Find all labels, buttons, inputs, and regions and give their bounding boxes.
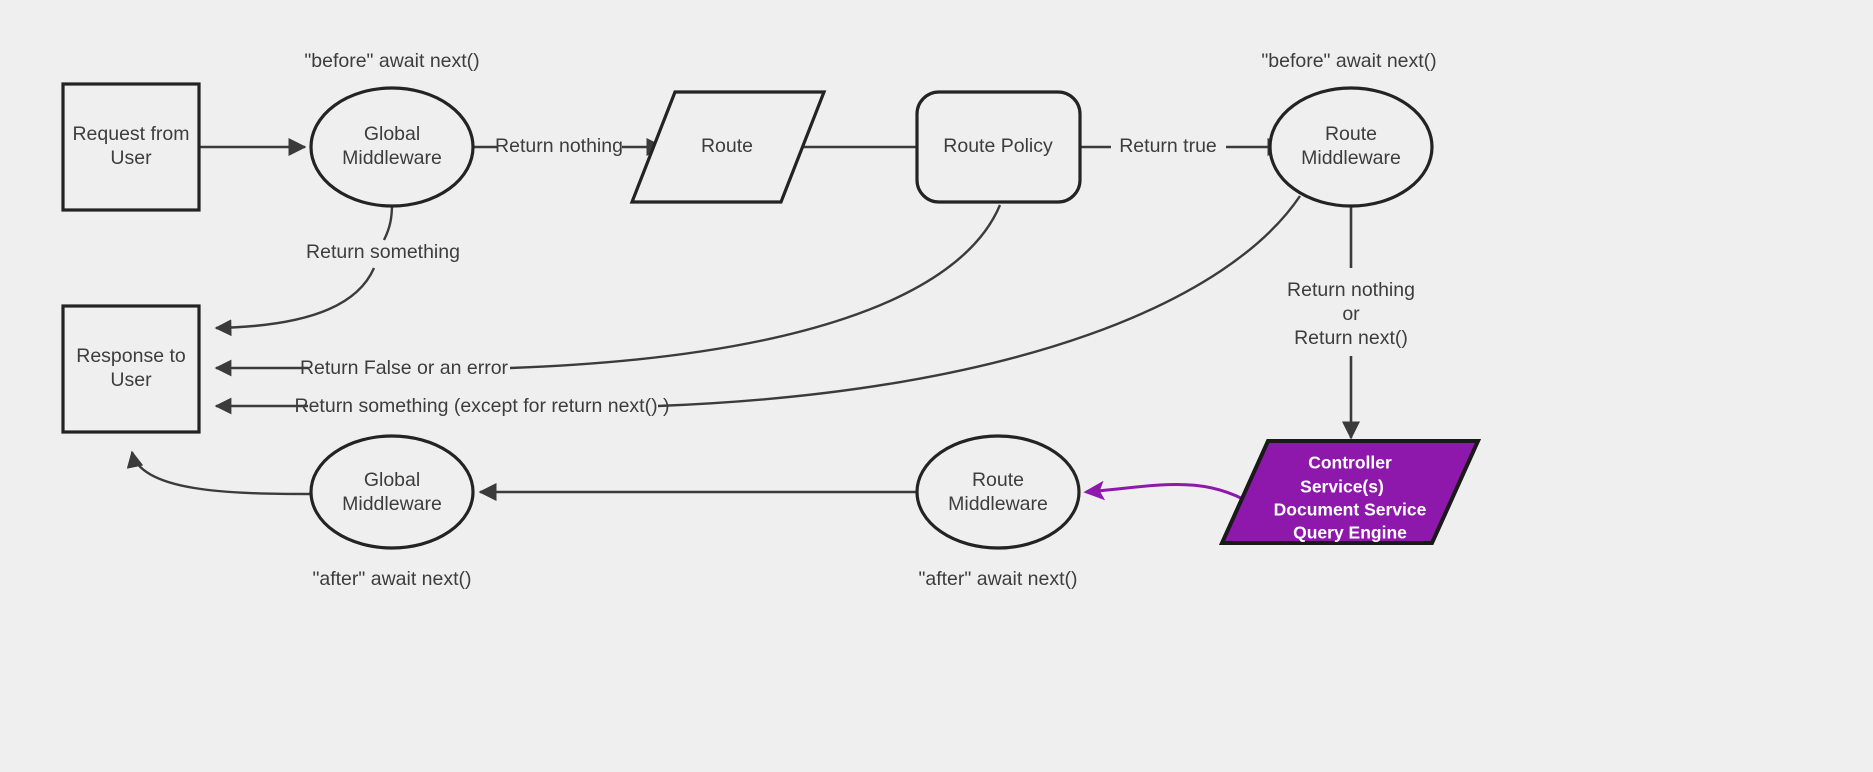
edge-global-middleware-return-something-stem bbox=[382, 203, 394, 241]
node-route-middleware-before-label-line2: Middleware bbox=[1301, 147, 1401, 169]
node-route-middleware-after-label-line2: Middleware bbox=[948, 493, 1048, 515]
node-response-to-user-label-line2: User bbox=[110, 369, 152, 391]
node-global-middleware-before-label-line2: Middleware bbox=[342, 147, 442, 169]
node-route-middleware-before[interactable] bbox=[1268, 86, 1434, 208]
node-route[interactable] bbox=[629, 90, 827, 204]
node-controller-label-line4: Query Engine bbox=[1293, 523, 1407, 543]
edge-route-policy-return-false-curve bbox=[509, 204, 1002, 370]
edge-label-return-something: Return something bbox=[306, 241, 460, 263]
edge-label-return-nothing-or-next-line3: Return next() bbox=[1294, 327, 1408, 349]
edge-label-return-false-or-error: Return False or an error bbox=[300, 357, 509, 379]
edge-label-return-nothing-or-next-line1: Return nothing bbox=[1287, 279, 1415, 301]
node-global-middleware-before[interactable] bbox=[309, 86, 475, 208]
node-route-policy-label: Route Policy bbox=[943, 135, 1053, 157]
node-global-middleware-before-label-line1: Global bbox=[364, 123, 420, 145]
edge-controller-to-route-middleware-after bbox=[1083, 480, 1263, 512]
node-request-from-user[interactable] bbox=[61, 82, 201, 212]
edge-label-return-nothing-or-next-line2: or bbox=[1342, 303, 1360, 325]
node-route-middleware-before-label-line1: Route bbox=[1325, 123, 1377, 145]
annotation-before-route-middleware: "before" await next() bbox=[1261, 50, 1436, 72]
node-request-from-user-label-line2: User bbox=[110, 147, 152, 169]
edge-label-return-something-except: Return something (except for return next… bbox=[295, 395, 670, 417]
node-controller-services[interactable] bbox=[1218, 439, 1482, 545]
node-global-middleware-after-label-line1: Global bbox=[364, 469, 420, 491]
annotation-after-route-middleware: "after" await next() bbox=[918, 568, 1077, 590]
node-controller-label-line2: Service(s) bbox=[1300, 477, 1384, 497]
edge-label-return-nothing: Return nothing bbox=[495, 135, 623, 157]
annotation-after-global-middleware: "after" await next() bbox=[312, 568, 471, 590]
node-route-label: Route bbox=[701, 135, 753, 157]
node-route-middleware-after[interactable] bbox=[915, 434, 1081, 550]
edge-global-middleware-return-something-curve bbox=[214, 267, 376, 337]
edge-label-return-true: Return true bbox=[1119, 135, 1217, 157]
node-response-to-user-label-line1: Response to bbox=[76, 345, 186, 367]
node-controller-label-line1: Controller bbox=[1308, 453, 1392, 473]
node-controller-label-line3: Document Service bbox=[1274, 500, 1427, 520]
node-global-middleware-after-label-line2: Middleware bbox=[342, 493, 442, 515]
node-global-middleware-after[interactable] bbox=[309, 434, 475, 550]
node-request-from-user-label-line1: Request from bbox=[72, 123, 189, 145]
node-response-to-user[interactable] bbox=[61, 304, 201, 434]
node-route-middleware-after-label-line1: Route bbox=[972, 469, 1024, 491]
edge-route-middleware-return-something-curve bbox=[657, 195, 1301, 408]
edge-global-middleware-after-to-response bbox=[126, 450, 313, 496]
annotation-before-global-middleware: "before" await next() bbox=[304, 50, 479, 72]
node-route-policy[interactable] bbox=[915, 90, 1082, 204]
